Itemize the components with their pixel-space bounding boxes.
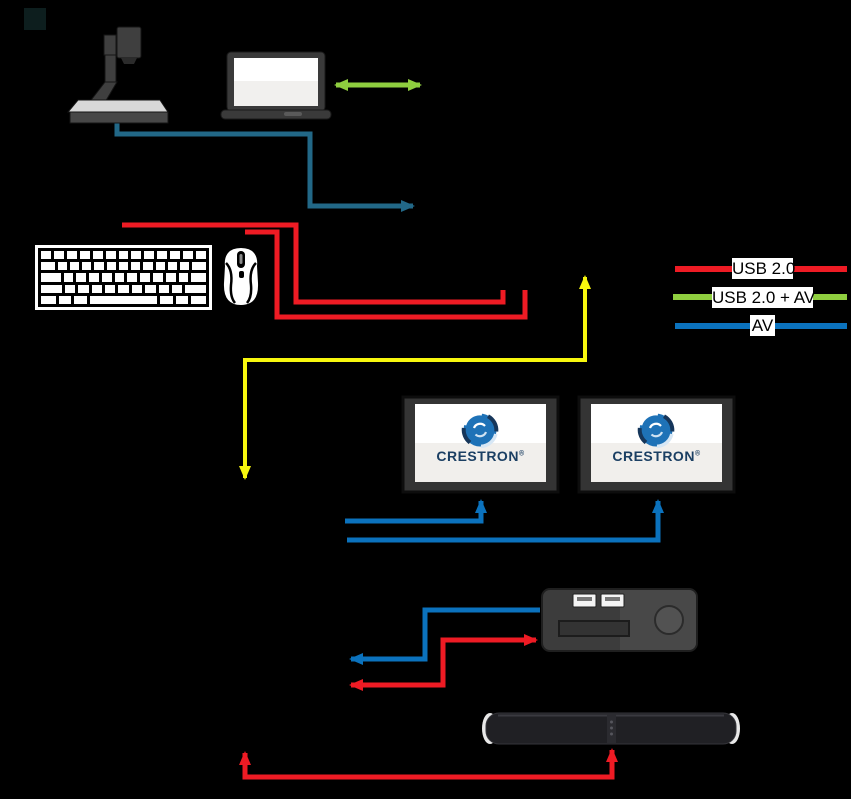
soundbar-icon (482, 712, 740, 745)
usb-port-icon (600, 593, 625, 608)
control-cable-yellow (239, 275, 591, 480)
av-cable-display-right (347, 499, 664, 543)
drive-bay-slot (558, 620, 630, 637)
av-cable-display-left (345, 499, 487, 524)
crestron-display-right (577, 395, 736, 494)
crestron-swirl-icon (461, 411, 499, 449)
corner-mark (24, 8, 46, 30)
crestron-logo-text: CRESTRON® (591, 448, 722, 464)
usb-cable-codec (349, 634, 538, 691)
registered-mark: ® (694, 450, 701, 458)
legend-label-av: AV (750, 315, 775, 336)
crestron-display-left (401, 395, 560, 494)
document-camera-icon (66, 26, 169, 124)
legend-label-usb2: USB 2.0 (732, 258, 796, 279)
usb-port-icon (572, 593, 597, 608)
brand-name: CRESTRON (612, 448, 695, 464)
keyboard-icon (35, 245, 212, 310)
crestron-swirl-icon (637, 411, 675, 449)
laptop-icon (220, 51, 332, 120)
brand-name: CRESTRON (436, 448, 519, 464)
knob-button (654, 605, 684, 635)
crestron-logo-text: CRESTRON® (415, 448, 546, 464)
legend-label-usb2-av: USB 2.0 + AV (712, 287, 816, 308)
usb-cable-soundbar (239, 748, 618, 780)
codec-unit-icon (541, 588, 698, 652)
registered-mark: ® (518, 450, 525, 458)
mouse-icon (223, 248, 259, 305)
av-cable-doc-camera (114, 122, 415, 212)
